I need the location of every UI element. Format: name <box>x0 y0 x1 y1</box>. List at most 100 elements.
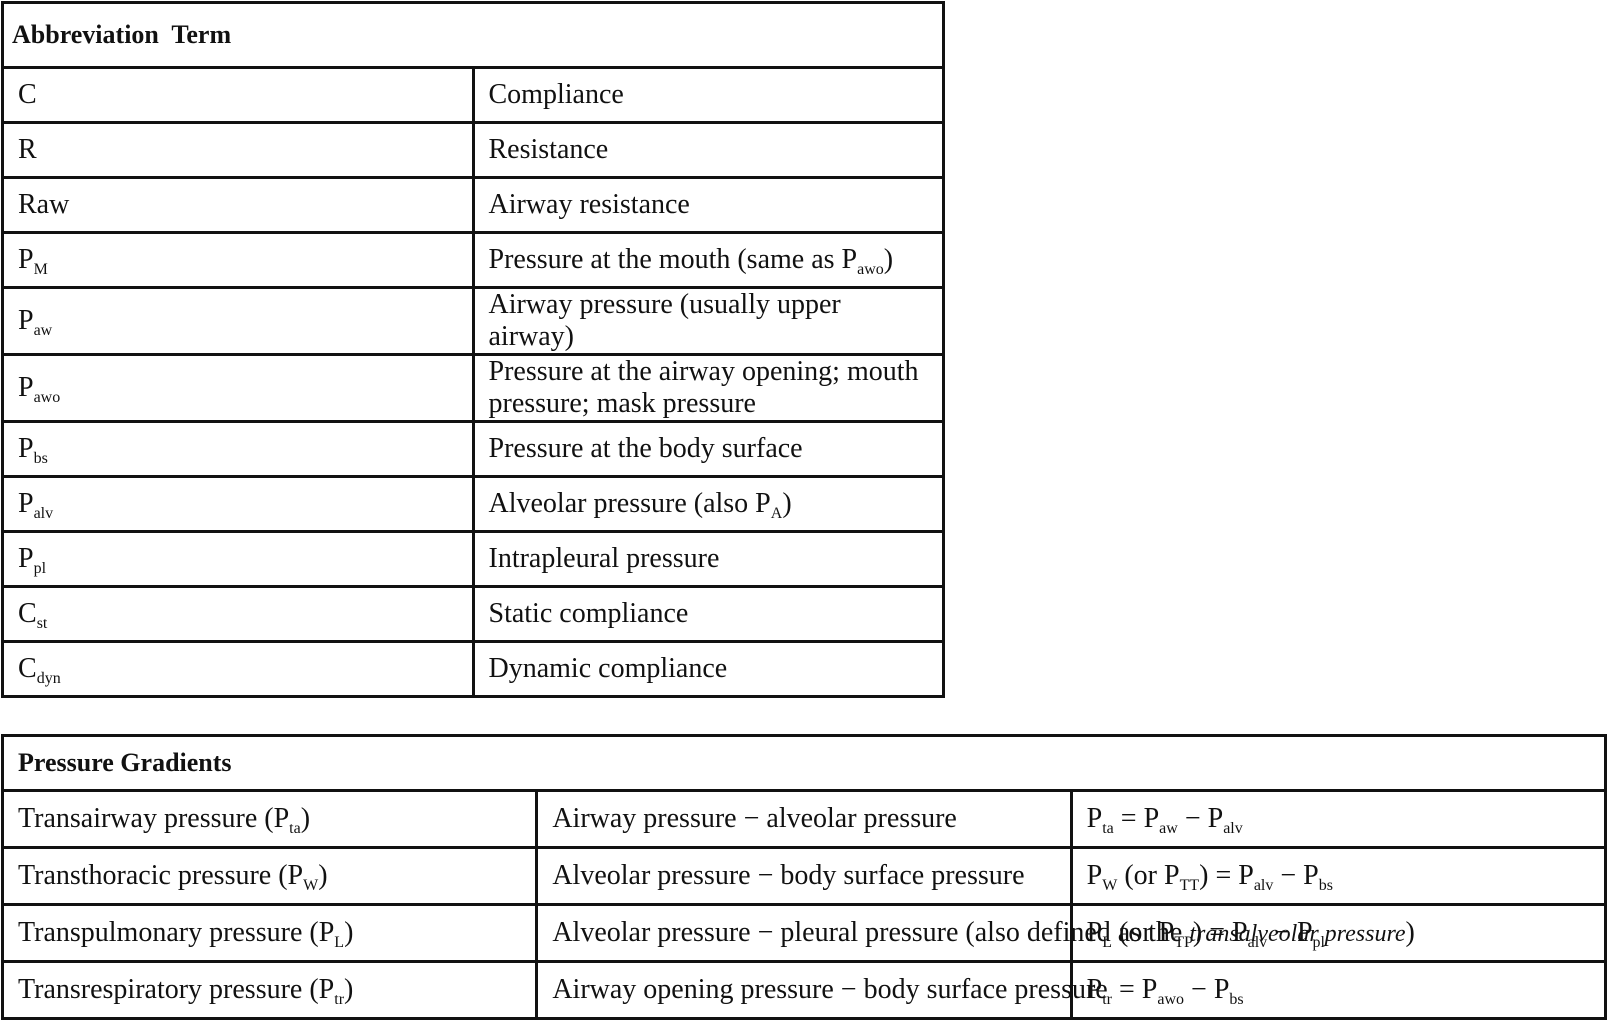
abbreviation-cell: PM <box>1 231 475 289</box>
gradient-name-end: ) <box>300 803 311 834</box>
term-text: Airway resistance <box>488 189 690 220</box>
term-subscript: awo <box>857 261 884 278</box>
abbreviation-table-header-row: Abbreviation Term <box>1 1 945 69</box>
formula-text: ) = P <box>1199 860 1254 891</box>
term-text: Alveolar pressure (also P <box>488 488 771 519</box>
gradient-name-end: ) <box>318 860 328 891</box>
gradient-name-cell: Transairway pressure (Pta) <box>0 789 539 849</box>
abbreviation-row: C Compliance <box>1 66 945 124</box>
term-text: Intrapleural pressure <box>488 543 720 574</box>
gradient-name-cell: Transrespiratory pressure (Ptr) <box>0 960 539 1020</box>
abbreviation-subscript: st <box>36 615 48 632</box>
abbreviation-cell: R <box>1 121 475 179</box>
formula-text: − P <box>1273 860 1319 891</box>
gradient-name: Transairway pressure (P <box>18 803 290 834</box>
abbreviation-symbol: P <box>18 433 34 464</box>
formula-text: P <box>1086 860 1103 891</box>
formula-subscript: W <box>1102 877 1118 894</box>
formula-subscript: bs <box>1229 991 1244 1008</box>
gradient-row: Transrespiratory pressure (Ptr)Airway op… <box>0 960 1608 1020</box>
pressure-gradients-header-row: Pressure Gradients <box>1 734 1607 792</box>
formula-text: − P <box>1184 974 1230 1005</box>
term-text: Compliance <box>488 79 624 110</box>
formula-subscript: tr <box>1102 991 1113 1008</box>
abbreviation-subscript: aw <box>33 322 53 339</box>
term-cell: Alveolar pressure (also PA) <box>471 475 945 533</box>
abbreviation-subscript: alv <box>33 505 54 522</box>
term-cell: Resistance <box>471 121 945 179</box>
formula-subscript: alv <box>1223 820 1243 837</box>
formula-text: P <box>1086 974 1103 1005</box>
abbreviation-cell: C <box>1 66 475 124</box>
gradient-name-cell: Transpulmonary pressure (PL) <box>0 903 539 963</box>
gradient-definition: Airway opening pressure − body surface p… <box>552 974 1108 1005</box>
term-cell: Intrapleural pressure <box>471 530 945 588</box>
gradient-row: Transpulmonary pressure (PL)Alveolar pre… <box>0 903 1608 963</box>
abbreviation-subscript: awo <box>33 389 61 406</box>
term-text: Airway pressure (usually upper airway) <box>488 289 841 352</box>
formula-text: (or P <box>1117 860 1180 891</box>
formula-text: P <box>1086 803 1103 834</box>
term-text: Pressure at the mouth (same as P <box>488 244 858 275</box>
abbreviation-subscript: dyn <box>36 670 61 687</box>
gradient-name-subscript: tr <box>334 991 345 1008</box>
pressure-gradients-body: Transairway pressure (Pta)Airway pressur… <box>0 789 1608 1020</box>
abbreviation-symbol: C <box>18 653 37 684</box>
gradient-definition: Airway pressure − alveolar pressure <box>552 803 957 834</box>
formula-text: = P <box>1113 803 1160 834</box>
abbreviation-row: Palv Alveolar pressure (also PA) <box>1 475 945 533</box>
gradient-definition-end: ) <box>1405 917 1415 948</box>
abbreviation-symbol: P <box>18 488 34 519</box>
abbreviation-row: Raw Airway resistance <box>1 176 945 234</box>
formula-subscript: ta <box>1102 820 1114 837</box>
gradient-definition-cell: Alveolar pressure − body surface pressur… <box>535 846 1073 906</box>
abbreviation-cell: Cst <box>1 585 475 643</box>
term-text-end: ) <box>782 488 792 519</box>
gradient-formula-cell: PW (or PTT) = Palv − Pbs <box>1069 846 1608 906</box>
formula-subscript: alv <box>1253 877 1274 894</box>
gradient-name-subscript: W <box>303 877 319 894</box>
gradient-name-end: ) <box>344 974 354 1005</box>
gradient-name-subscript: ta <box>289 820 301 837</box>
abbreviation-symbol: C <box>18 79 37 110</box>
abbreviation-symbol: P <box>18 543 34 574</box>
term-cell: Compliance <box>471 66 945 124</box>
abbreviation-symbol: C <box>18 598 37 629</box>
gradient-definition: Alveolar pressure − body surface pressur… <box>552 860 1025 891</box>
abbreviation-table-header: Abbreviation Term <box>1 1 945 69</box>
abbreviation-cell: Paw <box>1 286 475 356</box>
formula-text: ) = P <box>1192 917 1248 948</box>
pressure-gradients-table: Pressure Gradients Transairway pressure … <box>0 734 1608 1020</box>
abbreviation-cell: Ppl <box>1 530 475 588</box>
abbreviation-subscript: pl <box>33 560 47 577</box>
term-cell: Pressure at the mouth (same as Pawo) <box>471 231 945 289</box>
abbreviation-symbol: P <box>18 305 34 336</box>
pressure-gradients-header: Pressure Gradients <box>1 734 1607 792</box>
abbreviation-symbol: Raw <box>18 189 70 220</box>
formula-subscript: pl <box>1312 934 1325 951</box>
abbreviation-cell: Pawo <box>1 353 475 423</box>
abbreviation-row: Ppl Intrapleural pressure <box>1 530 945 588</box>
gradient-definition-cell: Alveolar pressure − pleural pressure (al… <box>535 903 1415 963</box>
gradient-formula-cell: Pta = Paw − Palv <box>1069 789 1608 849</box>
gradient-definition-cell: Airway pressure − alveolar pressure <box>535 789 1073 849</box>
term-cell: Static compliance <box>471 585 945 643</box>
formula-text: (or P <box>1112 917 1175 948</box>
abbreviation-symbol: P <box>18 372 34 403</box>
gradient-name-end: ) <box>344 917 354 948</box>
formula-subscript: aw <box>1159 820 1178 837</box>
abbreviation-subscript: bs <box>33 450 48 467</box>
gradient-name: Transrespiratory pressure (P <box>18 974 335 1005</box>
gradient-formula-cell: Ptr = Pawo − Pbs <box>1069 960 1608 1020</box>
formula-subscript: alv <box>1247 934 1268 951</box>
term-cell: Pressure at the airway opening; mouth pr… <box>471 353 945 423</box>
formula-subscript: awo <box>1157 991 1185 1008</box>
formula-subscript: bs <box>1318 877 1333 894</box>
